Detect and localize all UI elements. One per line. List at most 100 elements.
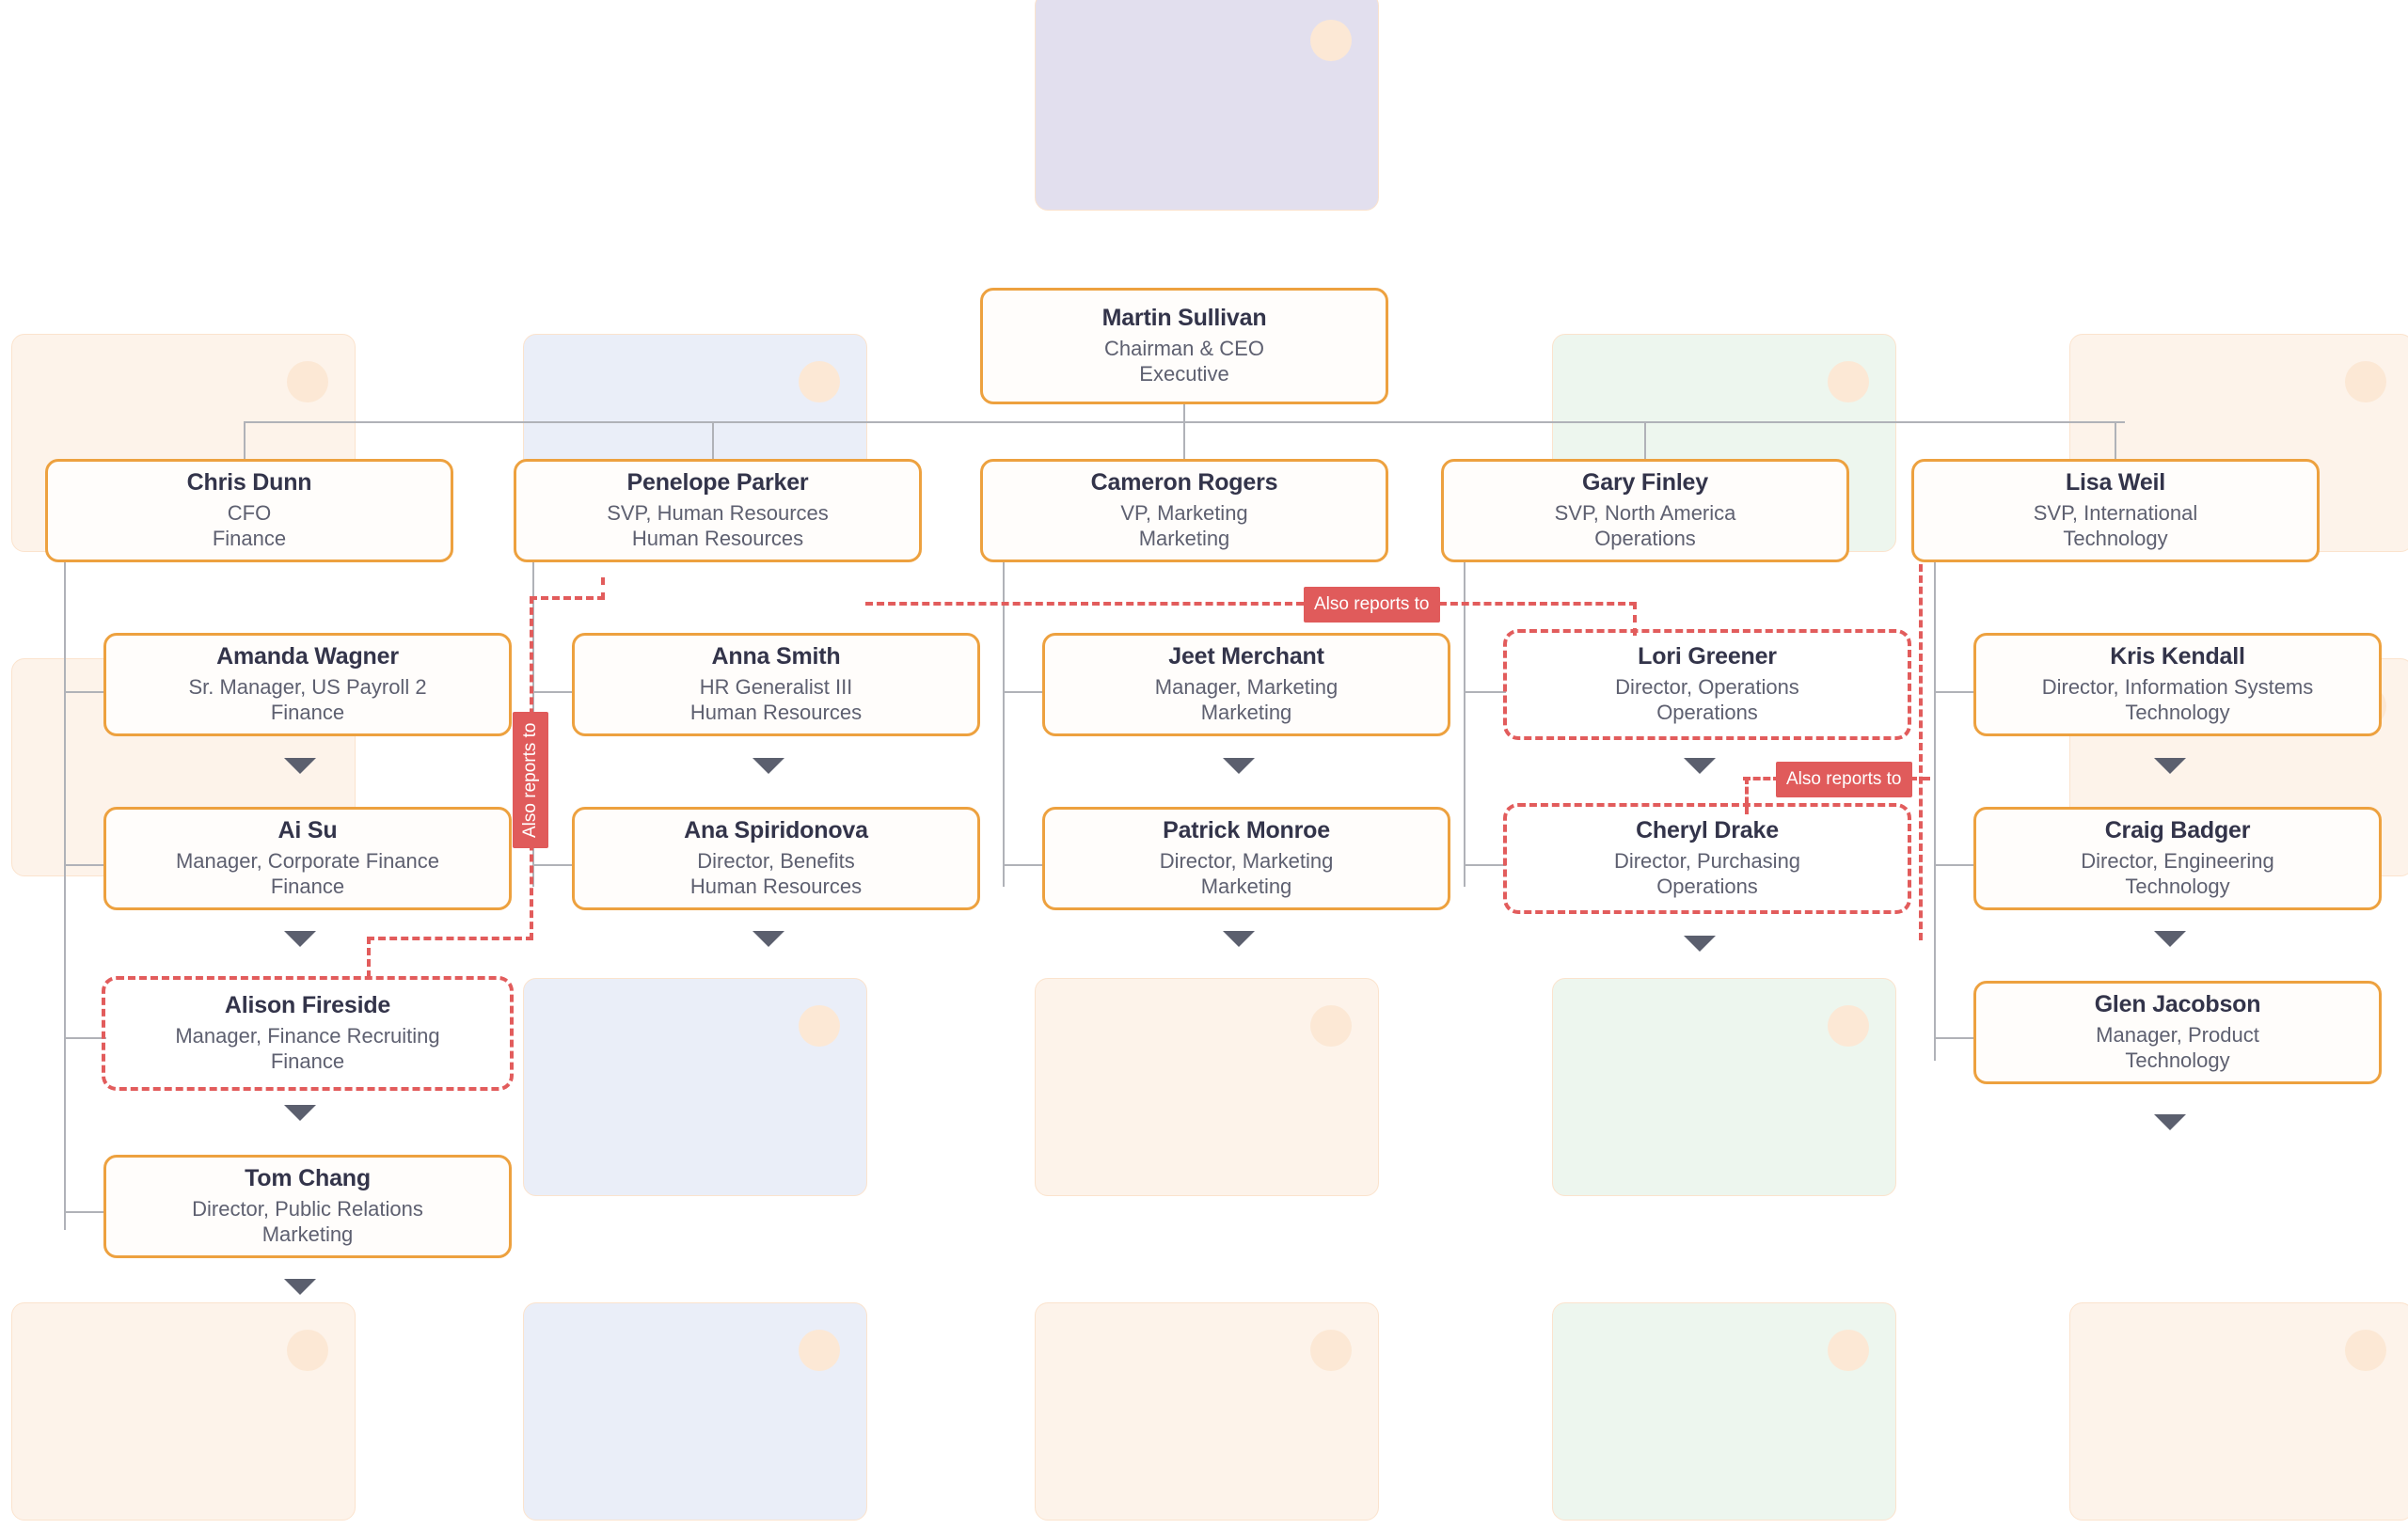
connector-drop-parker <box>712 421 714 461</box>
node-name: Anna Smith <box>711 643 841 670</box>
node-department: Operations <box>1594 527 1696 551</box>
node-department: Finance <box>270 875 345 899</box>
node-lisa-weil[interactable]: Lisa Weil SVP, International Technology <box>1911 459 2320 562</box>
node-name: Chris Dunn <box>186 469 312 497</box>
dashed-route-d-stub <box>1743 777 1781 780</box>
ghost-card-top-lilac <box>1035 0 1379 211</box>
caret-monroe-down <box>1223 931 1255 947</box>
node-name: Kris Kendall <box>2110 643 2245 670</box>
ghost-card-row4-blue <box>523 978 867 1196</box>
dashed-route-a-stub <box>601 577 605 600</box>
node-chris-dunn[interactable]: Chris Dunn CFO Finance <box>45 459 453 562</box>
ghost-card-row4-green <box>1552 978 1896 1196</box>
node-tom-chang[interactable]: Tom Chang Director, Public Relations Mar… <box>103 1155 512 1258</box>
ghost-avatar-dot <box>1828 1005 1869 1047</box>
elbow-rogers-monroe <box>1003 864 1045 866</box>
node-name: Gary Finley <box>1582 469 1708 497</box>
node-department: Marketing <box>1200 875 1292 899</box>
node-kris-kendall[interactable]: Kris Kendall Director, Information Syste… <box>1973 633 2382 736</box>
ghost-avatar-dot <box>1310 1330 1352 1371</box>
node-name: Ai Su <box>277 817 338 844</box>
node-patrick-monroe[interactable]: Patrick Monroe Director, Marketing Marke… <box>1042 807 1450 910</box>
elbow-dunn-chang <box>64 1211 106 1213</box>
caret-su-to-fireside <box>284 931 316 947</box>
node-title: SVP, Human Resources <box>607 500 829 525</box>
node-cameron-rogers[interactable]: Cameron Rogers VP, Marketing Marketing <box>980 459 1388 562</box>
node-amanda-wagner[interactable]: Amanda Wagner Sr. Manager, US Payroll 2 … <box>103 633 512 736</box>
node-martin-sullivan[interactable]: Martin Sullivan Chairman & CEO Executive <box>980 288 1388 404</box>
node-jeet-merchant[interactable]: Jeet Merchant Manager, Marketing Marketi… <box>1042 633 1450 736</box>
node-department: Finance <box>212 527 287 551</box>
spine-finley <box>1464 562 1465 887</box>
elbow-finley-greener <box>1464 691 1506 693</box>
connector-drop-rogers <box>1183 421 1185 461</box>
node-name: Craig Badger <box>2104 817 2251 844</box>
elbow-weil-kendall <box>1934 691 1976 693</box>
node-name: Ana Spiridonova <box>684 817 868 844</box>
node-department: Technology <box>2125 1048 2230 1073</box>
caret-jacobson-down <box>2154 1114 2186 1130</box>
elbow-dunn-wagner <box>64 691 106 693</box>
caret-merchant-to-monroe <box>1223 758 1255 774</box>
also-reports-to-chip-top-center: Also reports to <box>1304 587 1440 623</box>
caret-drake-down <box>1684 936 1716 952</box>
node-title: Director, Engineering <box>2081 848 2274 873</box>
node-penelope-parker[interactable]: Penelope Parker SVP, Human Resources Hum… <box>514 459 922 562</box>
ghost-avatar-dot <box>799 1005 840 1047</box>
node-title: Sr. Manager, US Payroll 2 <box>188 674 427 699</box>
node-department: Finance <box>270 701 345 725</box>
node-glen-jacobson[interactable]: Glen Jacobson Manager, Product Technolog… <box>1973 981 2382 1084</box>
node-department: Finance <box>270 1049 345 1074</box>
elbow-parker-smith <box>532 691 575 693</box>
node-name: Jeet Merchant <box>1168 643 1324 670</box>
spine-rogers <box>1003 562 1005 887</box>
node-name: Cameron Rogers <box>1090 469 1278 497</box>
node-title: Manager, Finance Recruiting <box>175 1023 440 1048</box>
caret-greener-to-drake <box>1684 758 1716 774</box>
node-name: Glen Jacobson <box>2094 991 2261 1018</box>
dashed-route-a-bottom <box>367 937 533 940</box>
ghost-avatar-dot <box>1310 20 1352 61</box>
dashed-route-a-tail <box>367 937 371 978</box>
node-title: Director, Marketing <box>1159 848 1334 873</box>
node-department: Operations <box>1656 701 1758 725</box>
node-title: Director, Operations <box>1615 674 1799 699</box>
ghost-card-row5-right <box>2069 1302 2408 1521</box>
also-reports-to-chip-left-vertical: Also reports to <box>513 712 548 848</box>
node-craig-badger[interactable]: Craig Badger Director, Engineering Techn… <box>1973 807 2382 910</box>
node-title: Director, Information Systems <box>2041 674 2314 699</box>
node-gary-finley[interactable]: Gary Finley SVP, North America Operation… <box>1441 459 1849 562</box>
node-title: Director, Benefits <box>697 848 855 873</box>
ghost-card-row5-green <box>1552 1302 1896 1521</box>
node-title: SVP, North America <box>1554 500 1736 525</box>
node-name: Lisa Weil <box>2065 469 2166 497</box>
node-lori-greener[interactable]: Lori Greener Director, Operations Operat… <box>1503 629 1911 740</box>
node-title: Manager, Corporate Finance <box>175 848 440 873</box>
node-name: Alison Fireside <box>224 992 391 1019</box>
spine-dunn <box>64 562 66 1230</box>
connector-drop-dunn <box>244 421 246 461</box>
node-department: Operations <box>1656 875 1758 899</box>
node-ai-su[interactable]: Ai Su Manager, Corporate Finance Finance <box>103 807 512 910</box>
node-department: Marketing <box>261 1222 354 1247</box>
node-department: Human Resources <box>689 875 863 899</box>
elbow-dunn-su <box>64 864 106 866</box>
node-title: Manager, Marketing <box>1154 674 1339 699</box>
connector-drop-finley <box>1644 421 1646 461</box>
node-alison-fireside[interactable]: Alison Fireside Manager, Finance Recruit… <box>102 976 514 1091</box>
node-cheryl-drake[interactable]: Cheryl Drake Director, Purchasing Operat… <box>1503 803 1911 914</box>
node-ana-spiridonova[interactable]: Ana Spiridonova Director, Benefits Human… <box>572 807 980 910</box>
node-anna-smith[interactable]: Anna Smith HR Generalist III Human Resou… <box>572 633 980 736</box>
caret-chang-down <box>284 1279 316 1295</box>
elbow-dunn-fireside <box>64 1037 106 1039</box>
node-title: Director, Purchasing <box>1613 848 1801 873</box>
dashed-route-d-drop <box>1745 777 1749 814</box>
node-name: Tom Chang <box>245 1165 371 1192</box>
connector-drop-weil <box>2115 421 2116 461</box>
node-name: Penelope Parker <box>626 469 809 497</box>
ghost-avatar-dot <box>1828 1330 1869 1371</box>
node-department: Human Resources <box>631 527 804 551</box>
node-name: Martin Sullivan <box>1101 305 1267 332</box>
dashed-route-b-drop <box>1633 602 1637 636</box>
